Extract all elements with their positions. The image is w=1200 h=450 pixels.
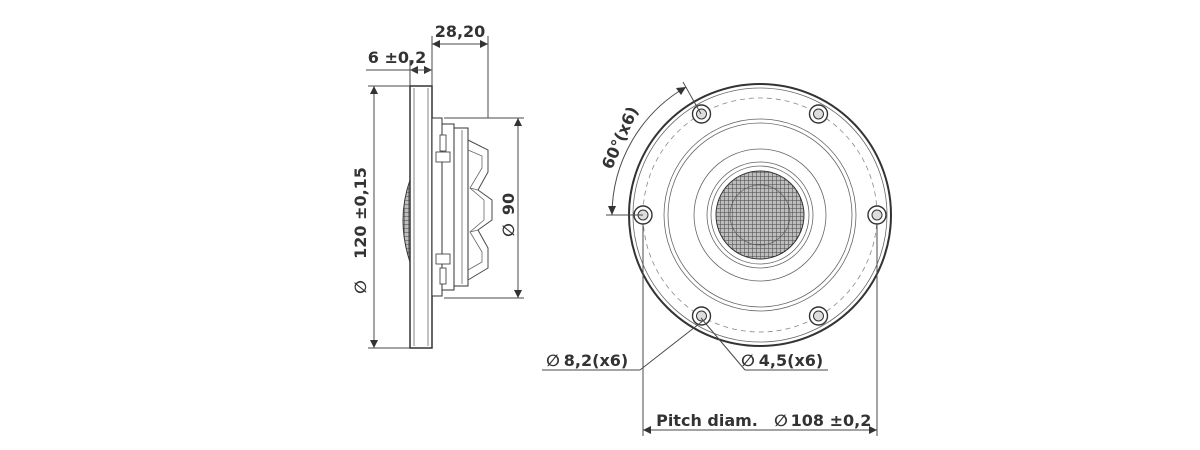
dim-pitch-diameter: Pitch diam. ∅ 108 ±0,2 bbox=[642, 224, 878, 436]
leader-hole: ∅ 4,5(x6) bbox=[700, 317, 828, 371]
body-diameter-label: 90 bbox=[499, 193, 518, 215]
dim-body-diameter: ∅ 90 bbox=[444, 117, 524, 299]
outer-diameter-symbol: ∅ bbox=[351, 280, 370, 294]
bolt-hole bbox=[808, 104, 829, 124]
dim-outer-diameter: ∅ 120 ±0,15 bbox=[351, 85, 410, 349]
side-body bbox=[431, 117, 493, 297]
flange-thickness-label: 6 ±0,2 bbox=[368, 48, 426, 67]
side-view: 6 ±0,2 28,20 ∅ 120 ±0,15 bbox=[351, 22, 524, 349]
outer-diameter-label: 120 ±0,15 bbox=[351, 167, 370, 259]
hole-symbol: ∅ bbox=[741, 351, 755, 370]
bolt-hole bbox=[691, 104, 712, 124]
pitch-symbol: ∅ bbox=[774, 411, 788, 430]
counterbore-symbol: ∅ bbox=[546, 351, 560, 370]
side-flange bbox=[409, 85, 433, 349]
front-view: 60°(x6) ∅ 8,2(x6) ∅ 4,5(x6) Pitch diam. … bbox=[542, 81, 892, 436]
pitch-value: 108 ±0,2 bbox=[791, 411, 872, 430]
bolt-hole bbox=[691, 306, 712, 326]
body-diameter-symbol: ∅ bbox=[499, 223, 518, 237]
dim-flange-thickness: 6 ±0,2 bbox=[366, 36, 433, 86]
front-dome-grille bbox=[715, 170, 805, 260]
overall-depth-label: 28,20 bbox=[435, 22, 486, 41]
bolt-hole bbox=[867, 205, 887, 225]
dim-overall-depth: 28,20 bbox=[432, 22, 489, 118]
hole-label: 4,5(x6) bbox=[759, 351, 823, 370]
bolt-hole bbox=[808, 306, 829, 326]
bolt-angle-label: 60°(x6) bbox=[598, 104, 642, 172]
counterbore-label: 8,2(x6) bbox=[564, 351, 628, 370]
leader-counterbore: ∅ 8,2(x6) bbox=[542, 319, 705, 371]
pitch-text: Pitch diam. bbox=[656, 411, 758, 430]
side-dome bbox=[402, 179, 411, 263]
